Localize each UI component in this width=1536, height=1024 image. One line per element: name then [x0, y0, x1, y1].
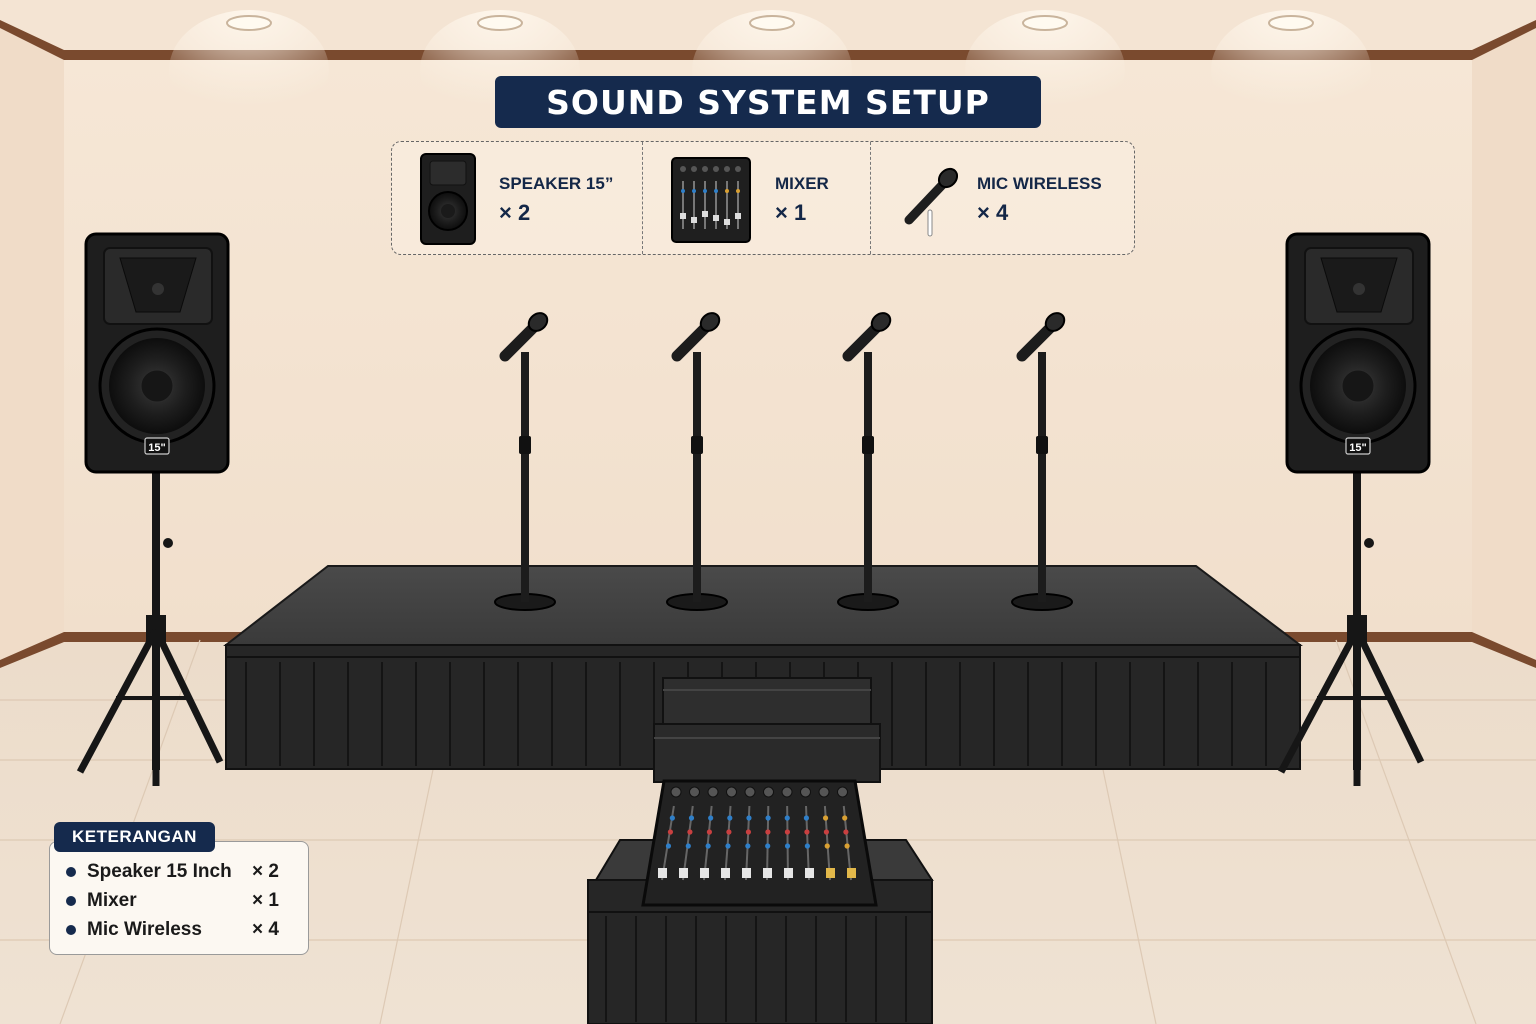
legend-item: Mixer × 1 — [50, 888, 308, 914]
divider — [642, 142, 643, 254]
speaker: 15" — [76, 232, 230, 786]
mic-stand — [1011, 312, 1073, 611]
mixer-channel — [781, 786, 793, 881]
bullet-icon — [66, 867, 76, 877]
legend-item-qty: × 2 — [252, 861, 279, 882]
legend-item-label: Mic Wireless — [87, 919, 202, 940]
speaker-icon — [420, 153, 476, 245]
mixer-channel — [818, 786, 835, 881]
ceiling-light — [1211, 10, 1371, 130]
speaker-size-label: 15" — [1349, 442, 1366, 454]
equipment-mic: MIC WIRELESS × 4 — [870, 142, 1136, 254]
speaker-size-label: 15" — [148, 442, 165, 454]
mixer-channel — [800, 786, 814, 881]
mixer-channel — [763, 786, 774, 881]
bullet-icon — [66, 925, 76, 935]
legend-item-qty: × 1 — [252, 890, 279, 911]
legend-item-label: Mixer — [87, 890, 137, 911]
equipment-mixer: MIXER × 1 — [642, 142, 870, 254]
legend-item-qty: × 4 — [252, 919, 279, 940]
mixer-channel — [658, 786, 682, 881]
equipment-qty: × 2 — [499, 200, 531, 225]
legend-item: Speaker 15 Inch × 2 — [50, 859, 308, 885]
mixer-channel — [700, 786, 719, 881]
back-wall — [64, 52, 1472, 638]
right-wall — [1472, 20, 1536, 668]
equipment-name: SPEAKER 15” — [499, 174, 614, 193]
mic-stand — [666, 312, 728, 611]
page-title: SOUND SYSTEM SETUP — [495, 76, 1041, 128]
bullet-icon — [66, 896, 76, 906]
mixer — [641, 779, 878, 907]
mixer-channel — [742, 786, 756, 881]
equipment-qty: × 4 — [977, 200, 1009, 225]
mic-stand — [837, 312, 899, 611]
speaker: 15" — [1277, 232, 1431, 786]
legend-title: KETERANGAN — [54, 822, 215, 852]
mixer-channel — [837, 786, 856, 881]
mic-stand — [494, 312, 556, 611]
equipment-panel: SPEAKER 15” × 2 MIXER × 1 MIC WIRELESS — [391, 141, 1135, 255]
mixer-icon — [671, 157, 751, 243]
microphone-icon — [904, 167, 959, 237]
legend-box: Speaker 15 Inch × 2 Mixer × 1 Mic Wirele… — [49, 841, 309, 955]
equipment-name: MIXER — [775, 174, 829, 193]
equipment-name: MIC WIRELESS — [977, 174, 1102, 193]
crown-molding — [0, 20, 1536, 60]
left-wall — [0, 20, 64, 668]
ceiling-light — [169, 10, 329, 130]
equipment-qty: × 1 — [775, 200, 807, 225]
equipment-speaker: SPEAKER 15” × 2 — [392, 142, 642, 254]
stage-steps — [653, 677, 881, 783]
legend-item-label: Speaker 15 Inch — [87, 861, 232, 882]
legend-item: Mic Wireless × 4 — [50, 917, 308, 943]
mixer-channel — [721, 786, 737, 881]
mixer-channel — [679, 786, 700, 881]
divider — [870, 142, 871, 254]
